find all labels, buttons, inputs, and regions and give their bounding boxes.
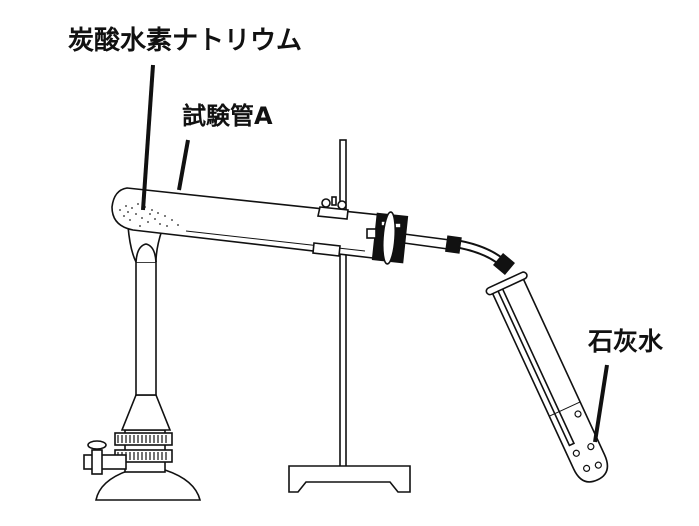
limewater-test-tube: [485, 271, 609, 483]
test-tube-a: [111, 187, 409, 265]
gas-burner: [83, 225, 202, 501]
ring-stand: [288, 139, 411, 493]
pointer-lines: [141, 64, 609, 443]
label-test-tube-a: 試験管A: [182, 102, 273, 130]
delivery-tube: [403, 233, 515, 275]
powder: [119, 203, 179, 227]
label-limewater: 石灰水: [588, 327, 664, 356]
label-sodium-bicarbonate: 炭酸水素ナトリウム: [68, 26, 303, 56]
